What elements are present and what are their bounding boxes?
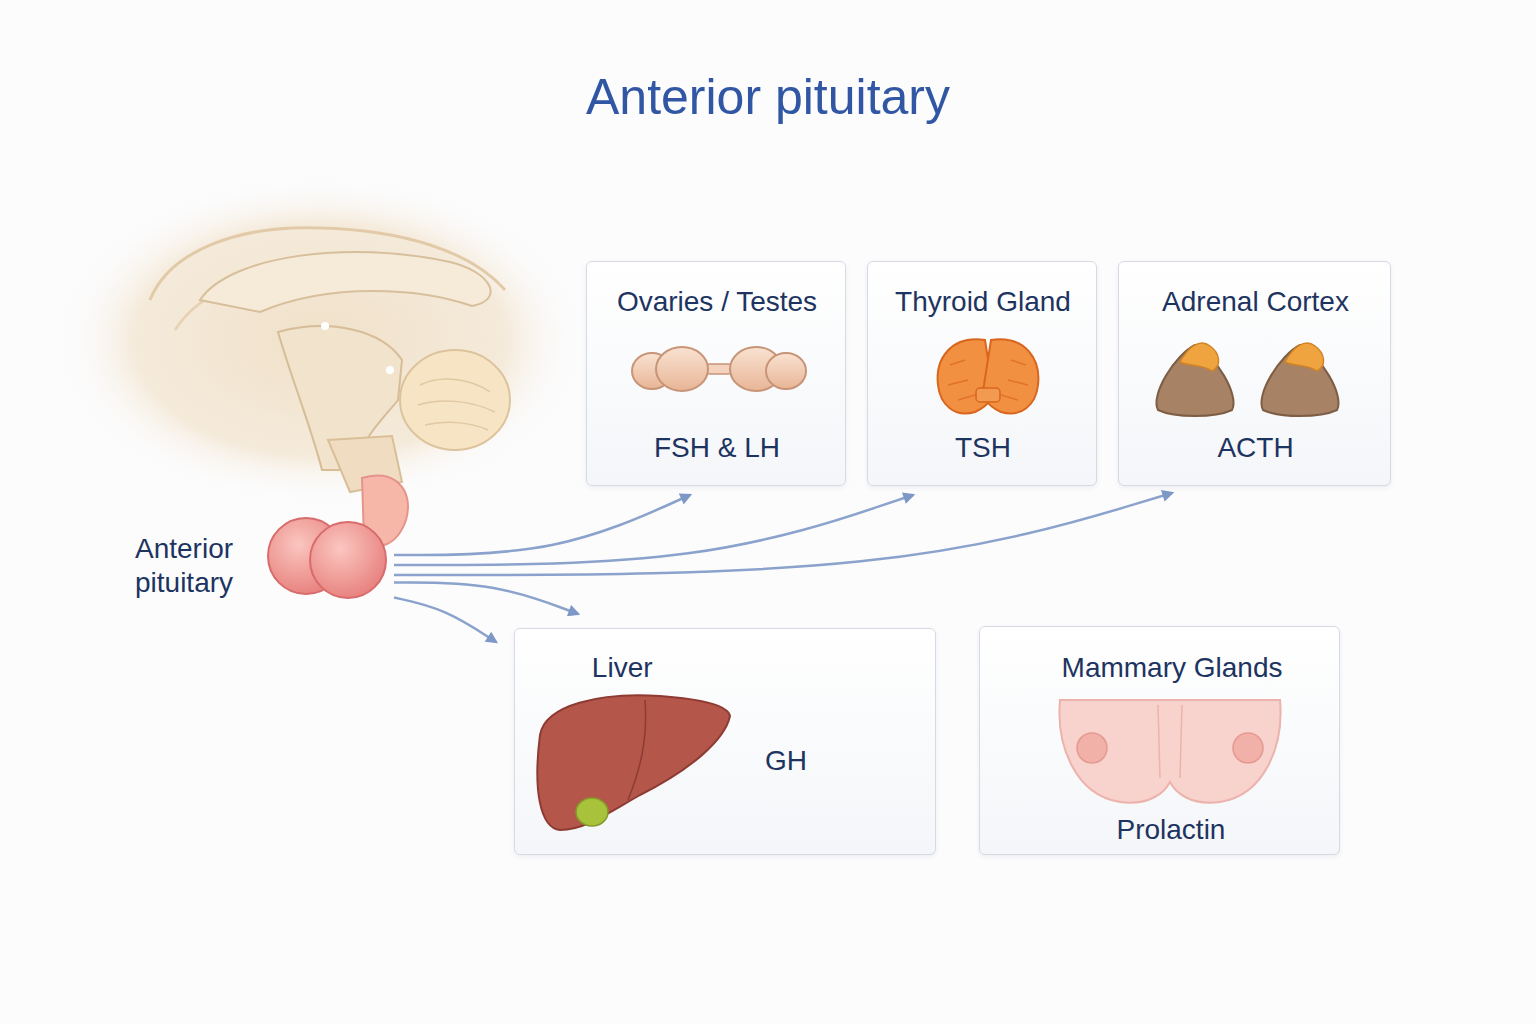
thyroid-icon — [948, 360, 1028, 400]
box-ground — [867, 261, 1097, 486]
thyroid-icon — [976, 388, 1000, 402]
ovary-icon — [706, 364, 732, 374]
target-box: Thyroid GlandTSH — [867, 261, 1097, 486]
organ-name: Liver — [592, 651, 653, 685]
hormone-arrow — [394, 598, 496, 643]
gland-node: Anterior pituitary — [130, 490, 392, 615]
target-box: Mammary GlandsProlactin — [979, 626, 1340, 855]
liver-icon — [537, 695, 730, 830]
title-rule — [420, 149, 1110, 151]
box-ground — [979, 626, 1340, 855]
mammary-icon — [1059, 700, 1280, 803]
hormone-name: FSH & LH — [654, 431, 780, 465]
mammary-icon — [1077, 733, 1107, 763]
hormone-name: TSH — [955, 431, 1011, 465]
adrenal-icon — [1180, 343, 1219, 371]
hormone-name: GH — [765, 744, 807, 778]
liver-icon — [537, 695, 730, 830]
hormone-arrow — [394, 493, 1172, 575]
ovary-icon — [766, 353, 806, 389]
adrenal-icon — [1156, 343, 1338, 416]
mammary-icon — [1233, 733, 1263, 763]
brain-illustration — [321, 322, 329, 330]
hormone-arrow — [394, 583, 578, 615]
target-box: Adrenal CortexACTH — [1118, 261, 1391, 486]
liver-icon — [628, 700, 646, 800]
diagram-title: Anterior pituitary — [0, 68, 1536, 126]
hormone-name: ACTH — [1217, 431, 1293, 465]
box-ground — [514, 628, 936, 855]
box-ground — [586, 261, 846, 486]
gland-label: Anterior pituitary — [135, 532, 275, 599]
organ-name: Mammary Glands — [1062, 651, 1283, 685]
target-box: Ovaries / TestesFSH & LH — [586, 261, 846, 486]
ovary-icon — [656, 347, 708, 391]
brain-illustration — [400, 350, 510, 450]
pituitary-gland — [268, 475, 408, 598]
adrenal-icon — [1285, 343, 1324, 371]
brain-illustration — [200, 252, 491, 312]
organ-name: Adrenal Cortex — [1162, 285, 1349, 319]
brain-illustration — [55, 175, 585, 505]
brain-illustration — [386, 366, 394, 374]
organ-name: Thyroid Gland — [895, 285, 1071, 319]
liver-icon — [576, 798, 608, 826]
brain-illustration — [418, 379, 495, 430]
pituitary-gland — [310, 522, 386, 598]
mammary-icon — [1158, 705, 1182, 778]
mammary-icon — [1059, 700, 1280, 803]
brain-illustration — [55, 175, 585, 505]
hormone-arrow — [394, 495, 690, 555]
organ-name: Ovaries / Testes — [617, 285, 817, 319]
hormone-arrow — [394, 495, 913, 565]
thyroid-icon — [938, 339, 1039, 413]
target-box: LiverGH — [514, 628, 936, 855]
ovary-icon — [632, 347, 806, 391]
hormone-name: Prolactin — [1117, 813, 1226, 847]
box-ground — [1118, 261, 1391, 486]
